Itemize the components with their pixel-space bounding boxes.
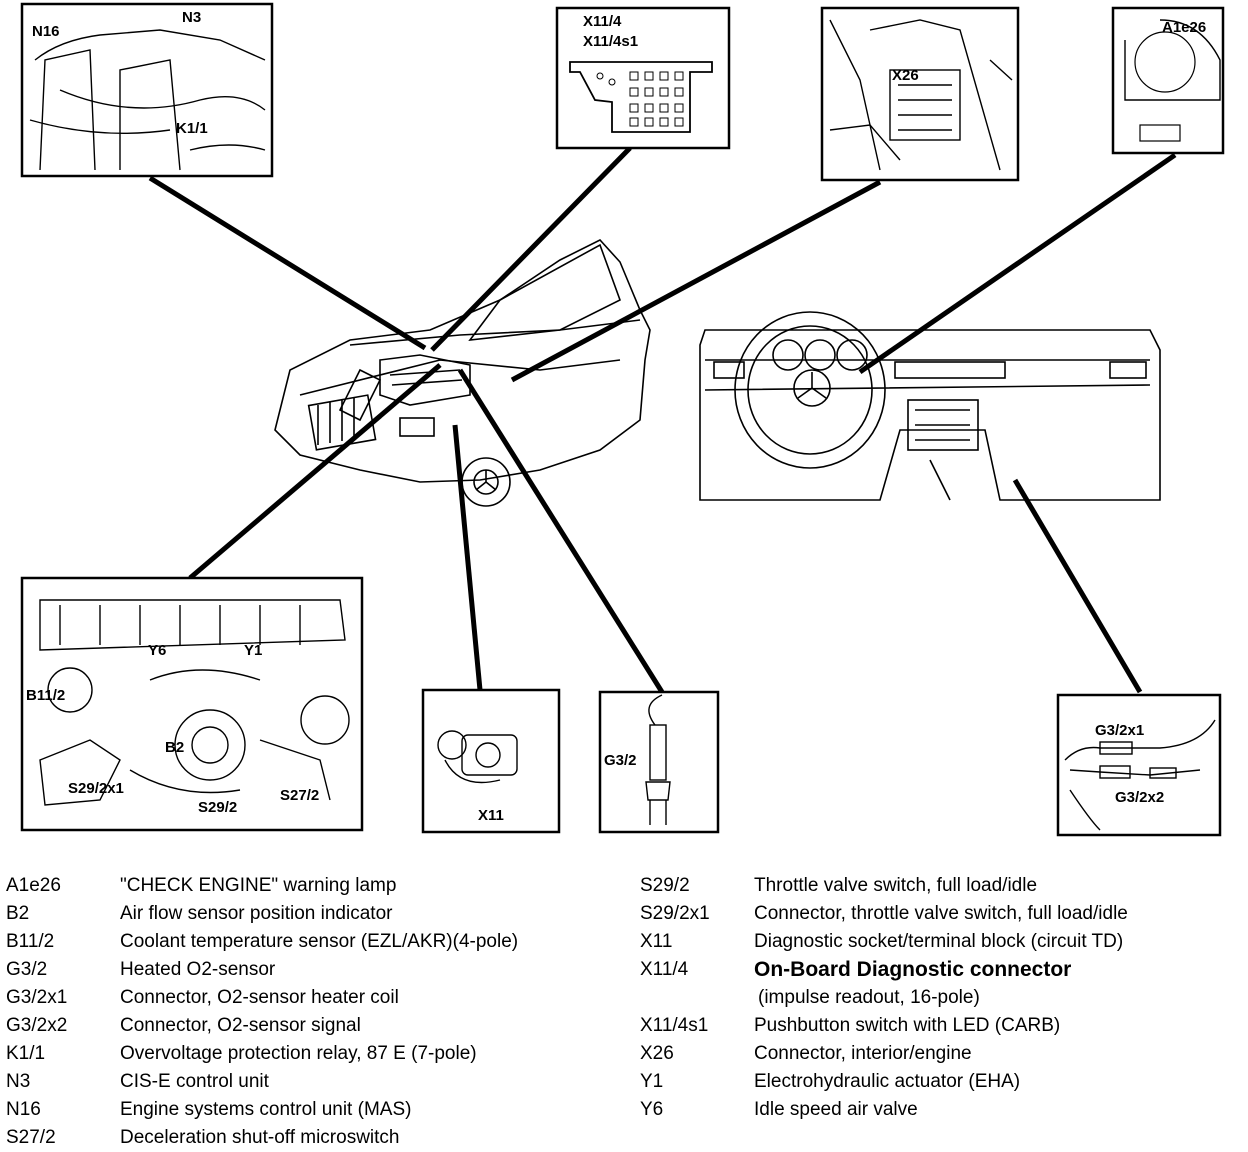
label-n3: N3 xyxy=(182,9,201,26)
legend-desc: Throttle valve switch, full load/idle xyxy=(754,875,1038,896)
legend-desc: On-Board Diagnostic connector xyxy=(754,958,1072,981)
legend-row: B11/2 Coolant temperature sensor (EZL/AKR… xyxy=(6,928,626,956)
legend-desc: Idle speed air valve xyxy=(754,1099,918,1120)
legend-code: S29/2x1 xyxy=(640,903,710,924)
legend-desc: Overvoltage protection relay, 87 E (7-po… xyxy=(120,1043,477,1064)
legend-code: S29/2 xyxy=(640,875,690,896)
label-b11-2: B11/2 xyxy=(26,687,65,704)
label-y6: Y6 xyxy=(148,642,166,659)
legend-desc: Diagnostic socket/terminal block (circui… xyxy=(754,931,1124,952)
inset-o2-sensor: G3/2 xyxy=(598,690,720,834)
label-n16: N16 xyxy=(32,23,60,40)
legend-code: B11/2 xyxy=(6,931,55,952)
legend-left: A1e26 "CHECK ENGINE" warning lamp B2 Air f… xyxy=(6,872,626,1152)
dashboard-illustration xyxy=(699,311,1161,501)
inset-o2-connectors: G3/2x1 G3/2x2 xyxy=(1056,693,1222,837)
legend-desc: Connector, throttle valve switch, full l… xyxy=(754,903,1128,924)
legend-desc: Connector, O2-sensor heater coil xyxy=(120,987,399,1008)
legend-row: Y1 Electrohydraulic actuator (EHA) xyxy=(640,1068,1240,1096)
legend-desc: Coolant temperature sensor (EZL/AKR)(4-p… xyxy=(120,931,519,952)
legend-row: X11/4s1 Pushbutton switch with LED (CARB) xyxy=(640,1012,1240,1040)
legend-code: G3/2x2 xyxy=(6,1015,68,1036)
legend-row: G3/2 Heated O2-sensor xyxy=(6,956,626,984)
legend-row: G3/2x1 Connector, O2-sensor heater coil xyxy=(6,984,626,1012)
label-k1-1: K1/1 xyxy=(176,120,208,137)
legend-code: G3/2 xyxy=(6,959,48,980)
legend-code: B2 xyxy=(6,903,30,924)
legend-row: K1/1 Overvoltage protection relay, 87 E (… xyxy=(6,1040,626,1068)
legend-code: X11 xyxy=(640,931,673,952)
inset-obd-connector: X11/4 X11/4s1 xyxy=(555,6,731,150)
inset-relay-area: N16 N3 K1/1 xyxy=(20,2,274,178)
label-g3-2x1: G3/2x1 xyxy=(1095,722,1144,739)
legend-code: Y6 xyxy=(640,1099,664,1120)
legend-row: N16 Engine systems control unit (MAS) xyxy=(6,1096,626,1124)
label-s29-2: S29/2 xyxy=(198,799,237,816)
legend-row: S27/2 Deceleration shut-off microswitch xyxy=(6,1124,626,1152)
legend-row: Y6 Idle speed air valve xyxy=(640,1096,1240,1124)
legend-code: S27/2 xyxy=(6,1127,56,1148)
legend-code: X26 xyxy=(640,1043,674,1064)
legend-row: X11/4 On-Board Diagnostic connector xyxy=(640,956,1240,984)
legend-row: B2 Air flow sensor position indicator xyxy=(6,900,626,928)
legend-code: Y1 xyxy=(640,1071,664,1092)
legend-row: A1e26 "CHECK ENGINE" warning lamp xyxy=(6,872,626,900)
label-x26: X26 xyxy=(892,67,919,84)
legend-code: G3/2x1 xyxy=(6,987,68,1008)
legend-row: S29/2 Throttle valve switch, full load/id… xyxy=(640,872,1240,900)
label-x11: X11 xyxy=(478,807,504,824)
label-x11-4s1: X11/4s1 xyxy=(583,33,638,50)
legend-code: X11/4s1 xyxy=(640,1015,709,1036)
legend-row: X11 Diagnostic socket/terminal block (cir… xyxy=(640,928,1240,956)
legend-desc: Deceleration shut-off microswitch xyxy=(120,1127,400,1148)
legend-desc: CIS-E control unit xyxy=(120,1071,269,1092)
label-b2: B2 xyxy=(165,739,184,756)
label-g3-2x2: G3/2x2 xyxy=(1115,789,1164,806)
legend-desc: Air flow sensor position indicator xyxy=(120,903,393,924)
legend-code: K1/1 xyxy=(6,1043,46,1064)
legend-code: X11/4 xyxy=(640,959,689,980)
legend-desc: Pushbutton switch with LED (CARB) xyxy=(754,1015,1061,1036)
legend-row: N3 CIS-E control unit xyxy=(6,1068,626,1096)
legend-right: S29/2 Throttle valve switch, full load/id… xyxy=(640,872,1240,1124)
legend-code: N3 xyxy=(6,1071,31,1092)
label-y1: Y1 xyxy=(244,642,262,659)
inset-diagnostic-socket: X11 xyxy=(421,688,561,834)
inset-interior-connector: X26 xyxy=(820,6,1020,182)
label-a1e26: A1e26 xyxy=(1162,19,1206,36)
inset-check-engine-lamp: A1e26 xyxy=(1111,6,1225,155)
legend-desc: Connector, O2-sensor signal xyxy=(120,1015,361,1036)
legend-desc: Connector, interior/engine xyxy=(754,1043,972,1064)
legend-code: N16 xyxy=(6,1099,41,1120)
component-location-diagram: N16 N3 K1/1 X11/4 X11/4s1 X26 xyxy=(20,2,1225,837)
legend-desc: "CHECK ENGINE" warning lamp xyxy=(120,875,397,896)
legend-row: G3/2x2 Connector, O2-sensor signal xyxy=(6,1012,626,1040)
inset-engine-bay: Y6 Y1 B11/2 B2 S29/2x1 S29/2 S27/2 xyxy=(20,576,364,832)
label-s27-2: S27/2 xyxy=(280,787,319,804)
leader-lines xyxy=(148,146,1177,694)
legend-row: X26 Connector, interior/engine xyxy=(640,1040,1240,1068)
label-g3-2: G3/2 xyxy=(604,752,637,769)
legend-desc: Heated O2-sensor xyxy=(120,959,276,980)
legend-row: S29/2x1 Connector, throttle valve switch,… xyxy=(640,900,1240,928)
label-x11-4: X11/4 xyxy=(583,13,622,30)
label-s29-2x1: S29/2x1 xyxy=(68,780,124,797)
legend-code: A1e26 xyxy=(6,875,61,896)
legend-desc: Engine systems control unit (MAS) xyxy=(120,1099,412,1120)
legend-desc: Electrohydraulic actuator (EHA) xyxy=(754,1071,1021,1092)
legend-desc-continuation: (impulse readout, 16-pole) xyxy=(758,987,980,1008)
